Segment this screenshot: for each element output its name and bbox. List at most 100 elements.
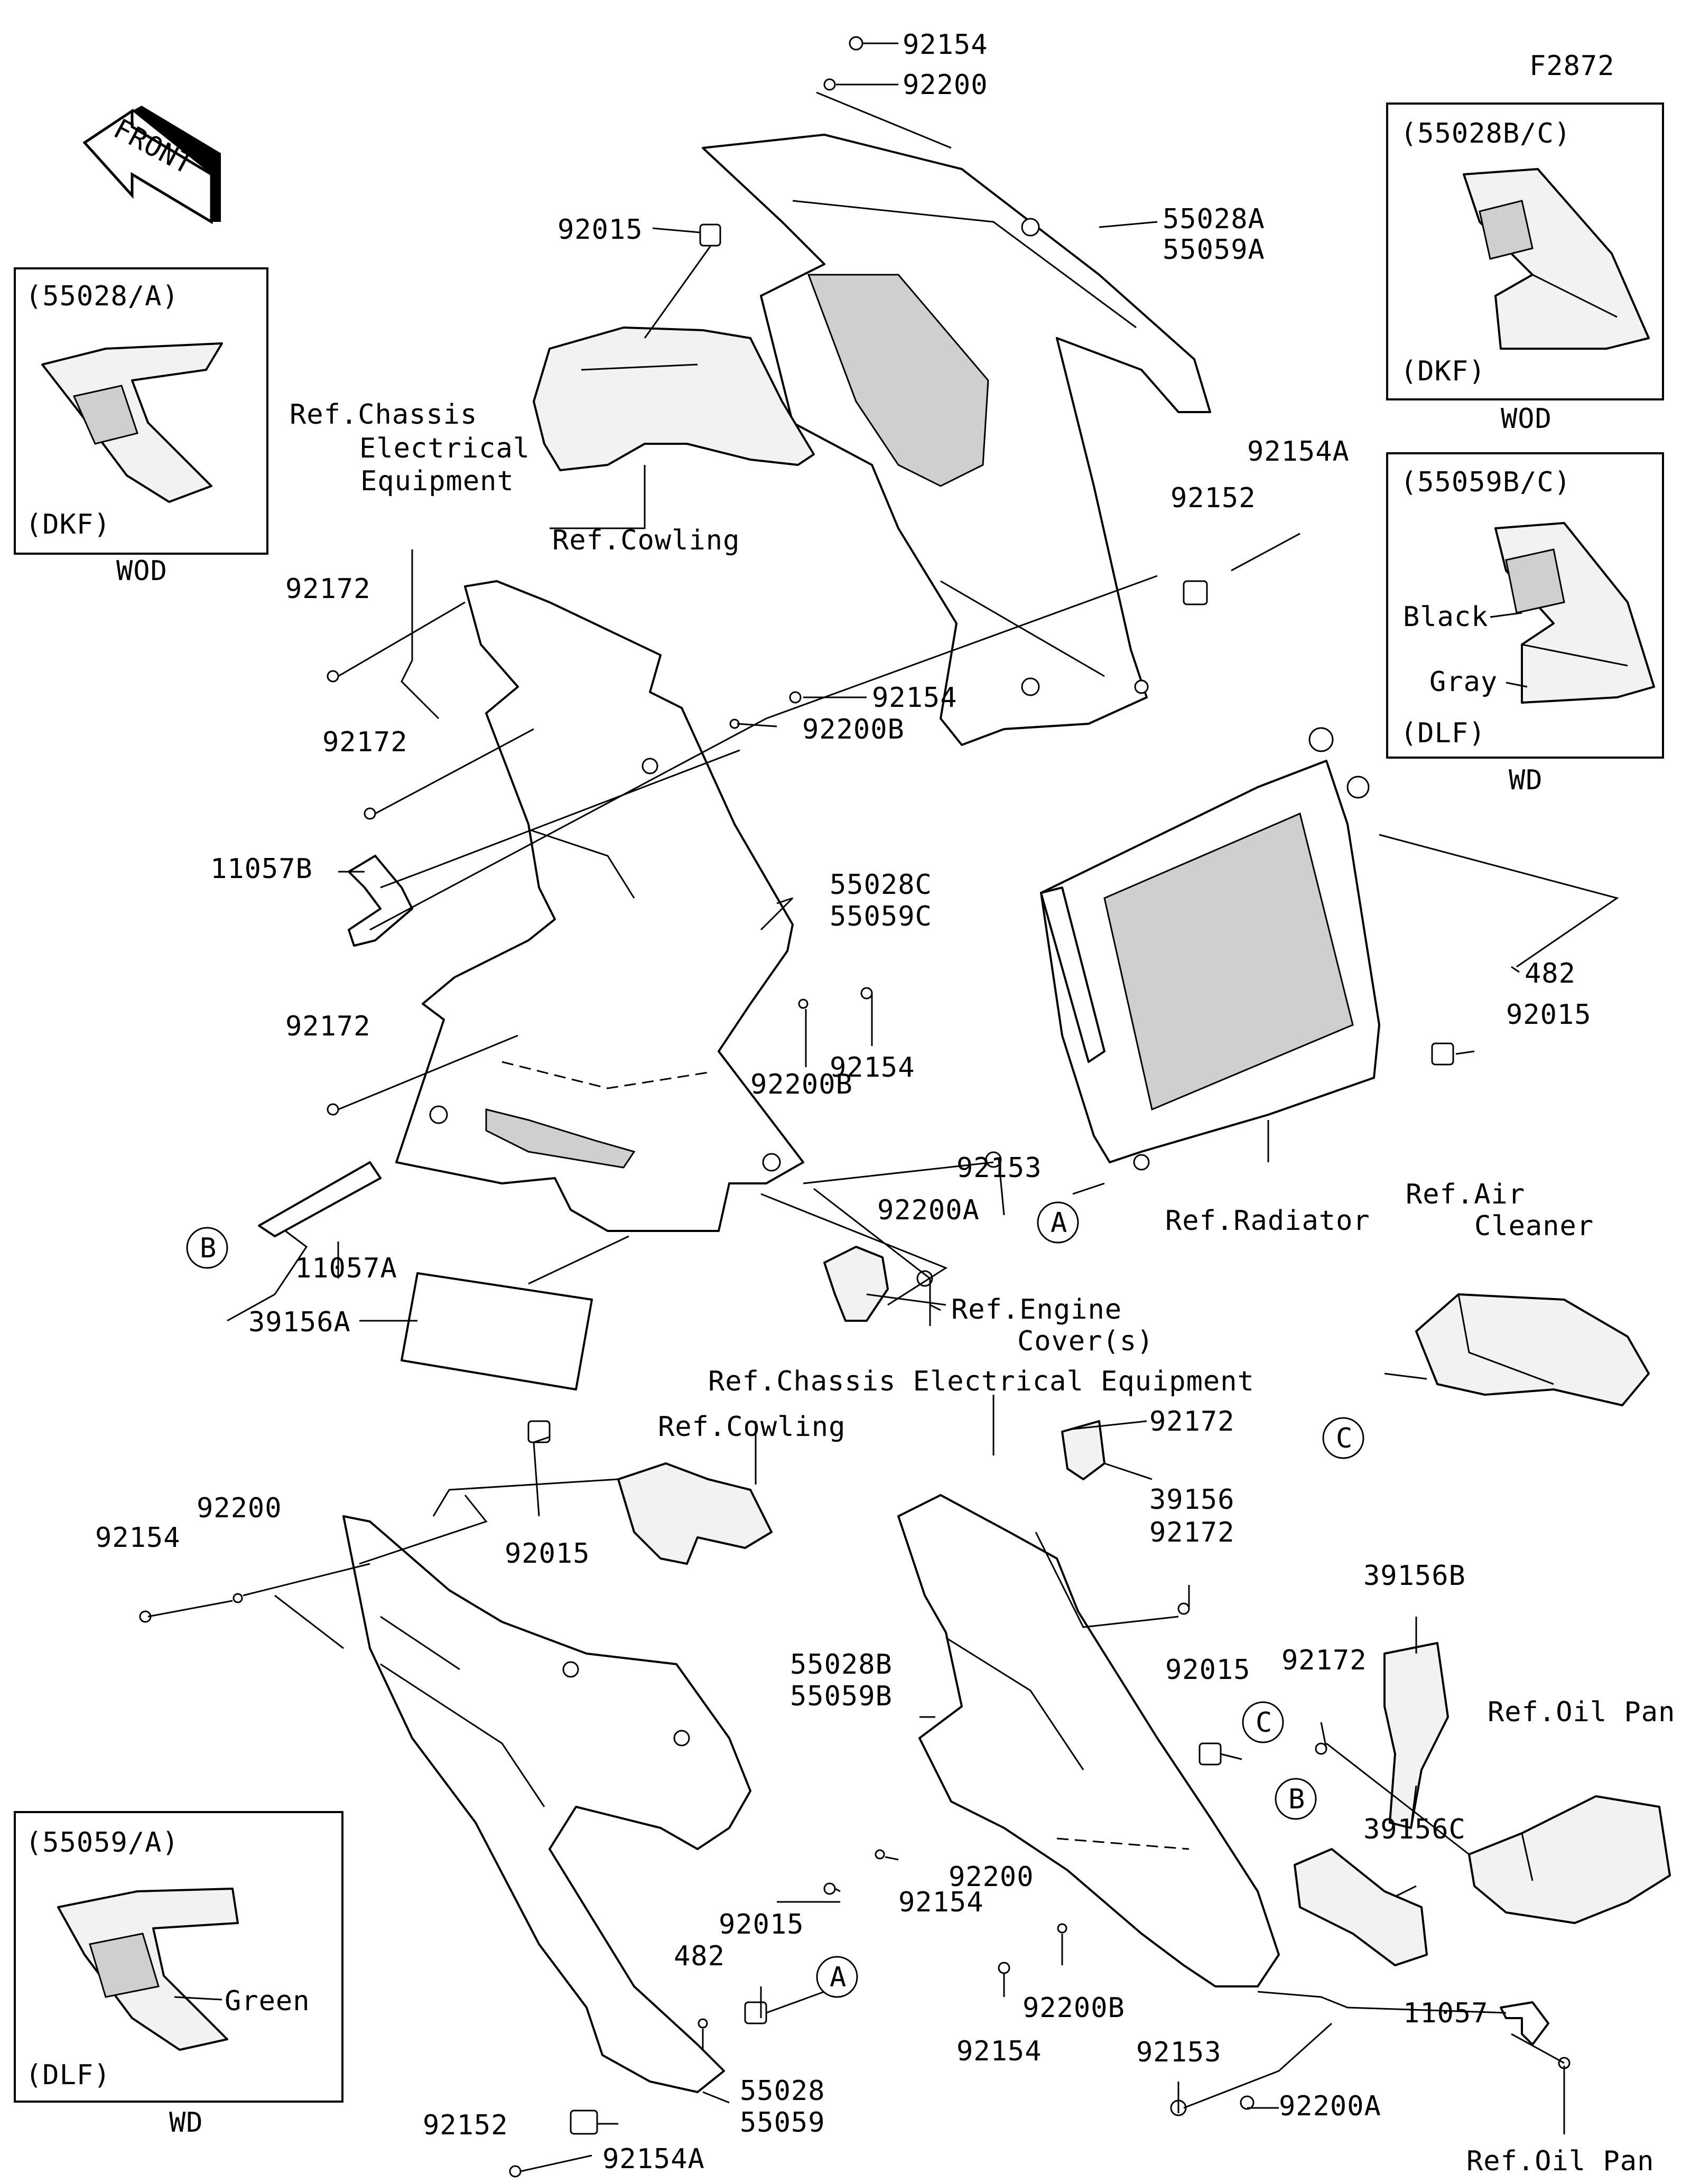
label-ref-cowling-low: Ref.Cowling — [658, 1411, 846, 1443]
label-ref-oil-pan-top: Ref.Oil Pan — [1488, 1696, 1675, 1728]
label-92200b-c: 92200B — [750, 1069, 853, 1100]
label-55059c: 55059C — [830, 901, 932, 932]
ref-oil-pan — [1468, 1795, 1671, 1924]
svg-text:A: A — [1051, 1207, 1067, 1239]
label-55059a: 55059A — [1163, 234, 1265, 266]
label-92015-f: 92015 — [719, 1909, 804, 1940]
lower-cowling-55028 — [342, 1515, 751, 2093]
inset-55059bc-market: WD — [1509, 764, 1543, 796]
label-92200-top: 92200 — [903, 69, 988, 101]
label-92015-right: 92015 — [1506, 999, 1592, 1031]
label-39156c: 39156C — [1363, 1814, 1466, 1845]
label-55028: 55028 — [740, 2075, 825, 2107]
label-92015-top: 92015 — [558, 214, 643, 246]
upper-fairing-55028a — [702, 134, 1211, 746]
svg-text:A: A — [830, 1962, 847, 1993]
label-55028a: 55028A — [1163, 203, 1265, 235]
sticker-39156a — [401, 1272, 593, 1390]
label-92200b-mid: 92200B — [802, 714, 905, 745]
label-92152-low: 92152 — [423, 2110, 508, 2141]
svg-text:B: B — [1288, 1784, 1305, 1815]
label-92154-left: 92154 — [95, 1522, 181, 1554]
label-ref-engine-2: Cover(s) — [1017, 1326, 1154, 1357]
inset-55028a: (55028/A) (DKF) WOD — [14, 267, 268, 587]
label-92015-low: 92015 — [505, 1538, 590, 1570]
label-ref-cowling-top: Ref.Cowling — [552, 525, 740, 556]
label-92172-b: 92172 — [322, 726, 408, 758]
label-11057a: 11057A — [295, 1253, 397, 1284]
ref-cowling-lower — [617, 1462, 773, 1565]
lower-cowling-55028b — [897, 1494, 1280, 1987]
ref-radiator — [1040, 727, 1380, 1171]
label-92154a-low: 92154A — [602, 2143, 705, 2175]
label-ref-chassis-1: Ref.Chassis — [290, 399, 477, 431]
label-ref-radiator: Ref.Radiator — [1165, 1205, 1370, 1237]
svg-text:(55059/A): (55059/A) — [25, 1827, 179, 1859]
svg-text:Gray: Gray — [1429, 666, 1498, 698]
part-39156 — [1061, 1420, 1105, 1480]
label-92154-g: 92154 — [956, 2036, 1042, 2067]
label-92154-top: 92154 — [903, 29, 988, 61]
svg-text:(DKF): (DKF) — [1400, 356, 1486, 387]
figure-code: F2872 — [1529, 50, 1615, 82]
hardware — [139, 36, 1571, 2178]
svg-text:C: C — [1256, 1707, 1272, 1739]
label-92200b-g: 92200B — [1023, 1992, 1125, 2024]
label-39156a: 39156A — [248, 1306, 351, 1338]
label-11057: 11057 — [1403, 1998, 1489, 2029]
label-92154-low: 92154 — [898, 1887, 984, 1918]
ref-cowling-upper — [533, 326, 815, 471]
svg-text:(55059B/C): (55059B/C) — [1400, 466, 1571, 498]
callout-b-left: B — [186, 1227, 228, 1269]
svg-text:Black: Black — [1403, 601, 1489, 633]
label-39156b: 39156B — [1363, 1560, 1466, 1592]
svg-text:(DLF): (DLF) — [25, 2059, 111, 2091]
part-39156c — [1294, 1848, 1428, 1966]
bracket-11057 — [1500, 2001, 1549, 2046]
label-92152-right: 92152 — [1170, 482, 1256, 514]
callout-a-radiator: A — [1037, 1201, 1079, 1244]
bracket-11057a — [258, 1161, 382, 1237]
part-39156b — [1383, 1642, 1449, 1829]
svg-text:C: C — [1336, 1423, 1353, 1454]
label-92015-e: 92015 — [1165, 1654, 1251, 1686]
label-92200a-c: 92200A — [877, 1194, 980, 1226]
label-ref-engine-1: Ref.Engine — [951, 1294, 1122, 1326]
svg-text:Green: Green — [225, 1985, 310, 2017]
leader-lines — [147, 42, 1619, 2172]
label-55059: 55059 — [740, 2107, 825, 2139]
label-482-low: 482 — [674, 1940, 725, 1972]
label-ref-chassis-2: Electrical — [359, 433, 530, 464]
label-92172-f: 92172 — [1281, 1645, 1367, 1676]
label-ref-chassis-3: Equipment — [360, 465, 514, 497]
label-92153-c: 92153 — [956, 1152, 1042, 1184]
inset-55028a-market: WOD — [116, 555, 168, 587]
part-labels: 92154 92200 92015 55028A 55059A Ref.Chas… — [95, 29, 1675, 2177]
inset-55059bc: (55059B/C) Black Gray (DLF) WD — [1386, 452, 1664, 796]
label-92172-d: 92172 — [1149, 1406, 1235, 1438]
label-92154-mid: 92154 — [872, 682, 958, 714]
label-92172-a: 92172 — [285, 573, 371, 605]
label-11057b: 11057B — [210, 853, 313, 885]
callout-c-lower: C — [1242, 1701, 1284, 1743]
svg-text:(55028/A): (55028/A) — [25, 281, 179, 312]
label-ref-air-2: Cleaner — [1474, 1210, 1594, 1242]
label-92172-e: 92172 — [1149, 1517, 1235, 1548]
inset-55028bc-market: WOD — [1501, 403, 1552, 435]
label-92172-c: 92172 — [285, 1011, 371, 1042]
label-92154-c: 92154 — [830, 1052, 915, 1084]
label-92200-low: 92200 — [949, 1861, 1034, 1893]
ref-air-cleaner — [1415, 1293, 1650, 1406]
middle-fairing-55028c — [395, 580, 804, 1232]
label-39156: 39156 — [1149, 1484, 1235, 1516]
front-arrow-icon: FRONT — [82, 106, 221, 225]
label-ref-air-1: Ref.Air — [1406, 1179, 1525, 1210]
callout-b-lower: B — [1275, 1778, 1317, 1820]
inset-55059a: (55059/A) Green (DLF) WD — [14, 1811, 343, 2139]
label-92200-left: 92200 — [197, 1492, 282, 1524]
callout-a-lower: A — [816, 1956, 858, 1998]
label-92153-low: 92153 — [1136, 2037, 1222, 2068]
svg-text:B: B — [200, 1233, 217, 1264]
svg-text:(DLF): (DLF) — [1400, 717, 1486, 749]
